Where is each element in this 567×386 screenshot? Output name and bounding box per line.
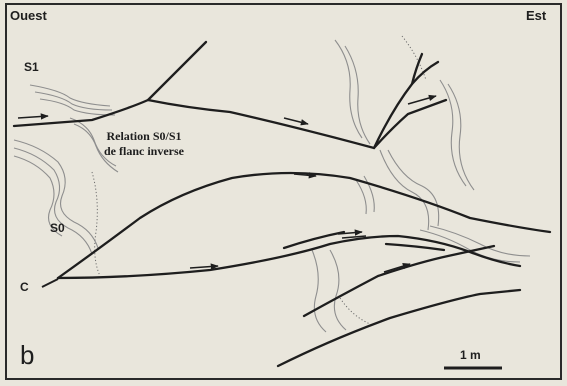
west-label: Ouest [10,8,47,23]
figure-frame [6,4,561,379]
east-label: Est [526,8,546,23]
s0-label: S0 [50,221,65,235]
s0-s1-relation-note: Relation S0/S1 de flanc inverse [104,129,184,159]
panel-letter: b [20,340,34,371]
s1-label: S1 [24,60,39,74]
scale-bar-label: 1 m [460,348,481,362]
c-plane-label: C [20,280,29,294]
note-line-1: Relation S0/S1 [104,129,184,144]
note-line-2: de flanc inverse [104,144,184,159]
